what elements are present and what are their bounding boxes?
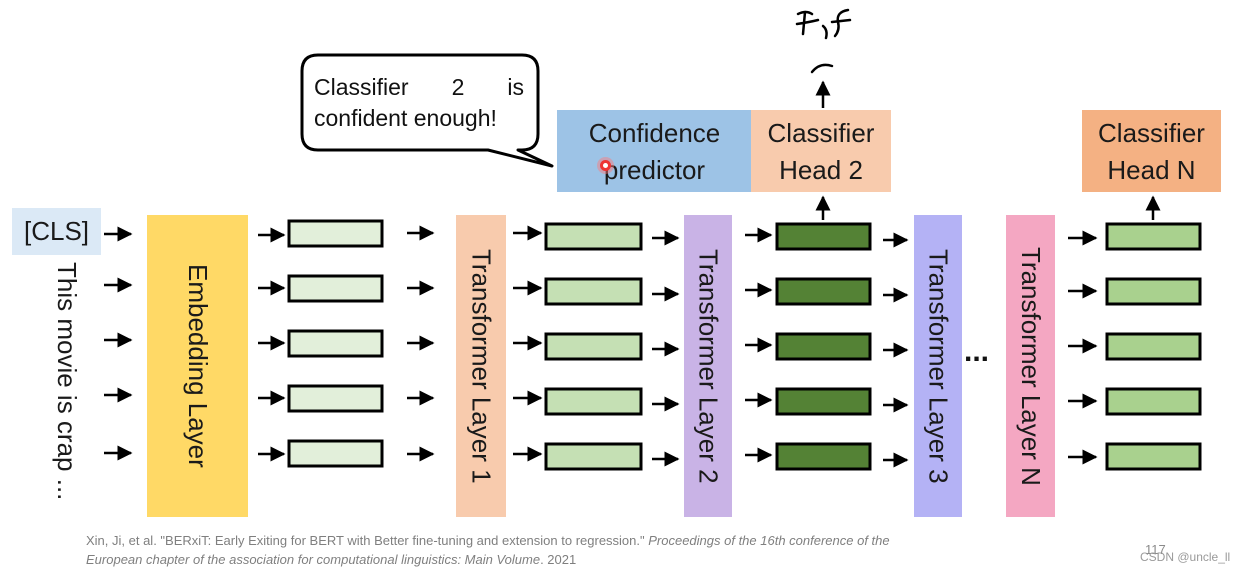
embedding-layer-bar	[147, 215, 248, 517]
cls-token: [CLS]	[12, 208, 101, 255]
bubble-word: 2	[451, 74, 465, 100]
token-vector	[544, 277, 643, 306]
arrows-layer-2-to-vectors	[745, 227, 773, 463]
confidence-predictor-line-2: predictor	[603, 155, 706, 185]
bubble-word: is	[507, 74, 524, 100]
transformer-layer-n-bar	[1006, 215, 1055, 517]
token-vector	[544, 387, 643, 416]
classifier-head-2-box	[751, 110, 891, 192]
token-vector	[775, 387, 872, 416]
confidence-predictor-line-1: Confidence	[588, 118, 721, 148]
speech-bubble-text: Classifier 2 is confident enough!	[314, 72, 524, 134]
handwritten-annotation	[795, 8, 852, 74]
page-number: 117	[1145, 542, 1166, 557]
transformer-layer-3-bar	[914, 215, 962, 517]
bubble-word: Classifier	[314, 74, 409, 100]
arrows-vectors-to-layer-3	[883, 232, 909, 468]
arrows-vectors-to-layer-2	[652, 230, 680, 467]
citation: Xin, Ji, et al. "BERxiT: Early Exiting f…	[86, 531, 946, 569]
token-vector	[544, 332, 643, 361]
token-vector	[287, 329, 384, 358]
classifier-head-n-line-1: Classifier	[1098, 118, 1205, 148]
classifier-head-2-line-1: Classifier	[767, 118, 875, 148]
classifier-head-n-box	[1082, 110, 1221, 192]
vectors-after-layer-2	[775, 222, 872, 471]
confidence-predictor-label: Confidence predictor	[557, 112, 752, 192]
token-vector	[775, 222, 872, 251]
token-vector	[287, 439, 384, 468]
confidence-predictor-box	[557, 110, 752, 192]
arrows-vectors-to-layer-1	[407, 225, 435, 462]
classifier-head-2-line-2: Head 2	[779, 155, 863, 185]
speech-bubble-line-1: Classifier 2 is	[314, 72, 524, 103]
token-vector	[1105, 277, 1202, 306]
pointer-cursor-icon	[600, 160, 611, 171]
vectors-after-embedding	[287, 219, 384, 468]
token-vector	[775, 442, 872, 471]
token-vector	[1105, 222, 1202, 251]
citation-venue: Proceedings of the 16th conference of th…	[86, 533, 890, 567]
arrows-embedding-to-vectors	[258, 227, 286, 462]
transformer-layer-1-bar	[456, 215, 506, 517]
arrows-layer-1-to-vectors	[513, 225, 543, 462]
token-vector	[287, 219, 384, 248]
watermark: CSDN @uncle_ll	[1140, 550, 1231, 564]
citation-year: . 2021	[540, 552, 577, 567]
vectors-after-layer-n	[1105, 222, 1202, 471]
token-vector	[287, 274, 384, 303]
token-vector	[1105, 332, 1202, 361]
token-vector	[1105, 442, 1202, 471]
arrows-input-to-embedding	[104, 226, 133, 461]
classifier-head-n-line-2: Head N	[1107, 155, 1196, 185]
token-vector	[544, 222, 643, 251]
citation-authors-title: Xin, Ji, et al. "BERxiT: Early Exiting f…	[86, 533, 649, 548]
vectors-after-layer-1	[544, 222, 643, 471]
layer-ellipsis: ...	[964, 335, 990, 368]
arrows-layer-n-to-vectors	[1068, 230, 1098, 465]
speech-bubble-line-2: confident enough!	[314, 105, 497, 131]
transformer-layer-2-bar	[684, 215, 732, 517]
token-vector	[1105, 387, 1202, 416]
embedding-layer-label: Embedding Layer	[183, 264, 213, 468]
token-vector	[544, 442, 643, 471]
transformer-layer-n-label: Transformer Layer N	[1016, 246, 1046, 486]
token-vector	[775, 277, 872, 306]
token-vector	[775, 332, 872, 361]
transformer-layer-3-label: Transformer Layer 3	[923, 248, 954, 484]
token-vector	[287, 384, 384, 413]
input-sentence: This movie is crap ...	[52, 262, 82, 501]
speech-bubble	[300, 53, 554, 168]
transformer-layer-1-label: Transformer Layer 1	[466, 248, 497, 484]
transformer-layer-2-label: Transformer Layer 2	[693, 248, 724, 484]
